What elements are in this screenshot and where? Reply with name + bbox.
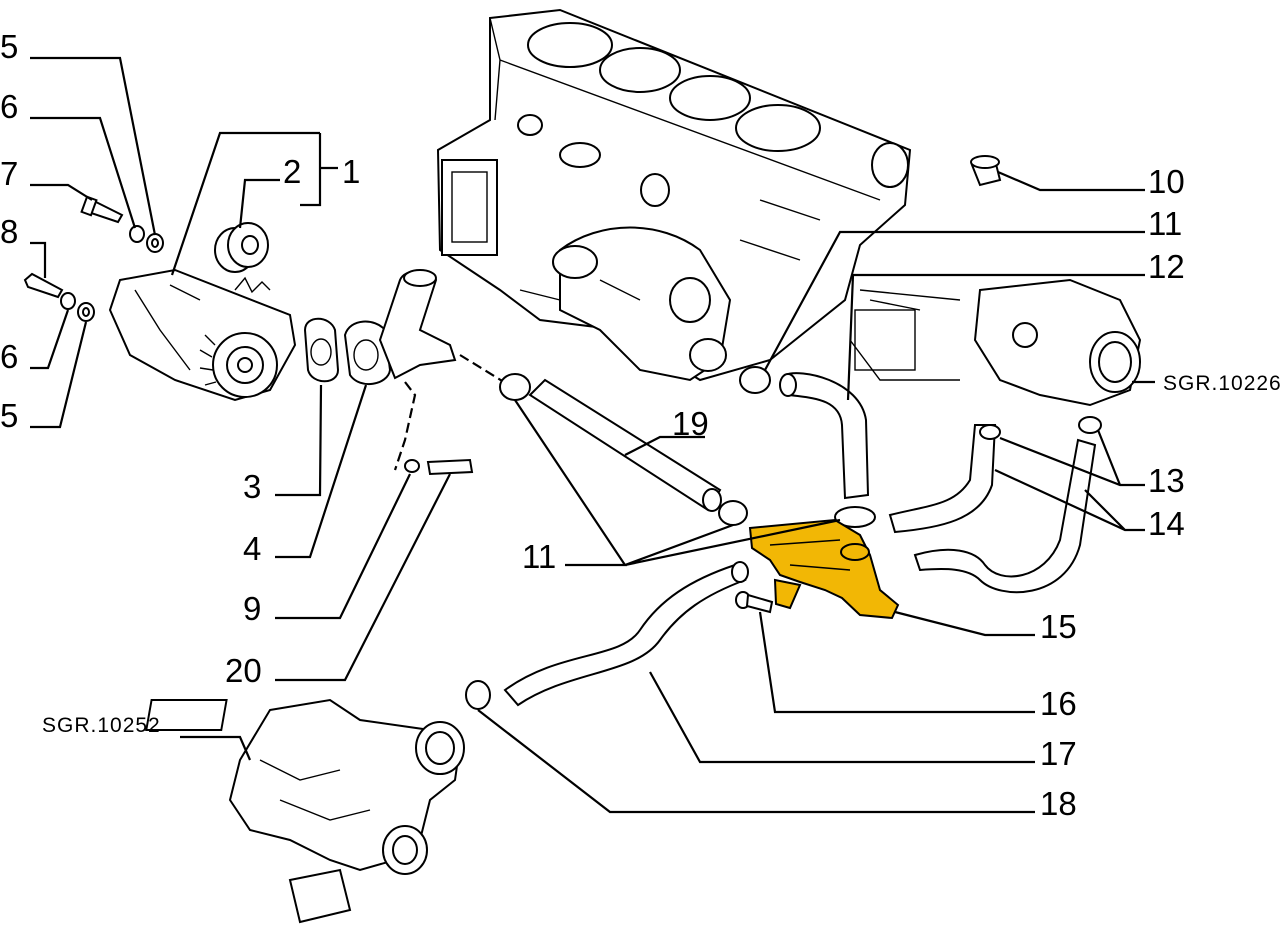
callout-15: 15 [1040, 608, 1077, 645]
coolant-manifold-highlighted [748, 518, 900, 620]
callout-19: 19 [672, 405, 709, 442]
reference-sgr-10252: SGR.10252 [42, 714, 161, 737]
water-pump [108, 268, 297, 402]
hose-clamps [465, 366, 1102, 710]
hose-19 [528, 378, 722, 512]
callout-9: 9 [243, 590, 261, 627]
callout-labels: 5 6 7 8 6 5 2 1 3 4 9 20 19 11 10 11 12 … [0, 28, 1185, 822]
callout-11: 11 [1148, 205, 1182, 242]
hose-12 [779, 372, 870, 500]
callout-11: 11 [522, 538, 556, 575]
hose-17 [503, 561, 749, 707]
callout-1: 1 [342, 153, 360, 190]
callout-10: 10 [1148, 163, 1185, 200]
pump-pulley [214, 222, 271, 294]
bolt-16 [735, 591, 774, 614]
throttle-housing [849, 278, 1142, 407]
callout-12: 12 [1148, 248, 1185, 285]
callout-4: 4 [243, 530, 261, 567]
callout-13: 13 [1148, 462, 1185, 499]
callout-17: 17 [1040, 735, 1077, 772]
engine-block [436, 8, 912, 382]
gaskets-and-elbow [303, 269, 521, 476]
reference-sgr-10226: SGR.10226 [1163, 372, 1280, 395]
callout-18: 18 [1040, 785, 1077, 822]
callout-6: 6 [0, 88, 18, 125]
fasteners-left [23, 195, 164, 322]
callout-7: 7 [0, 155, 18, 192]
callout-8: 8 [0, 213, 18, 250]
turbocharger [145, 698, 465, 924]
callout-5: 5 [0, 28, 18, 65]
drain-plug [970, 155, 1002, 187]
callout-20: 20 [225, 652, 262, 689]
callout-14: 14 [1148, 505, 1185, 542]
callout-3: 3 [243, 468, 261, 505]
callout-2: 2 [283, 153, 301, 190]
reference-labels: SGR.10226 SGR.10252 [42, 372, 1280, 737]
callout-5: 5 [0, 397, 18, 434]
callout-16: 16 [1040, 685, 1077, 722]
callout-6: 6 [0, 338, 18, 375]
hose-14 [888, 424, 1097, 594]
leader-lines [30, 56, 1155, 814]
